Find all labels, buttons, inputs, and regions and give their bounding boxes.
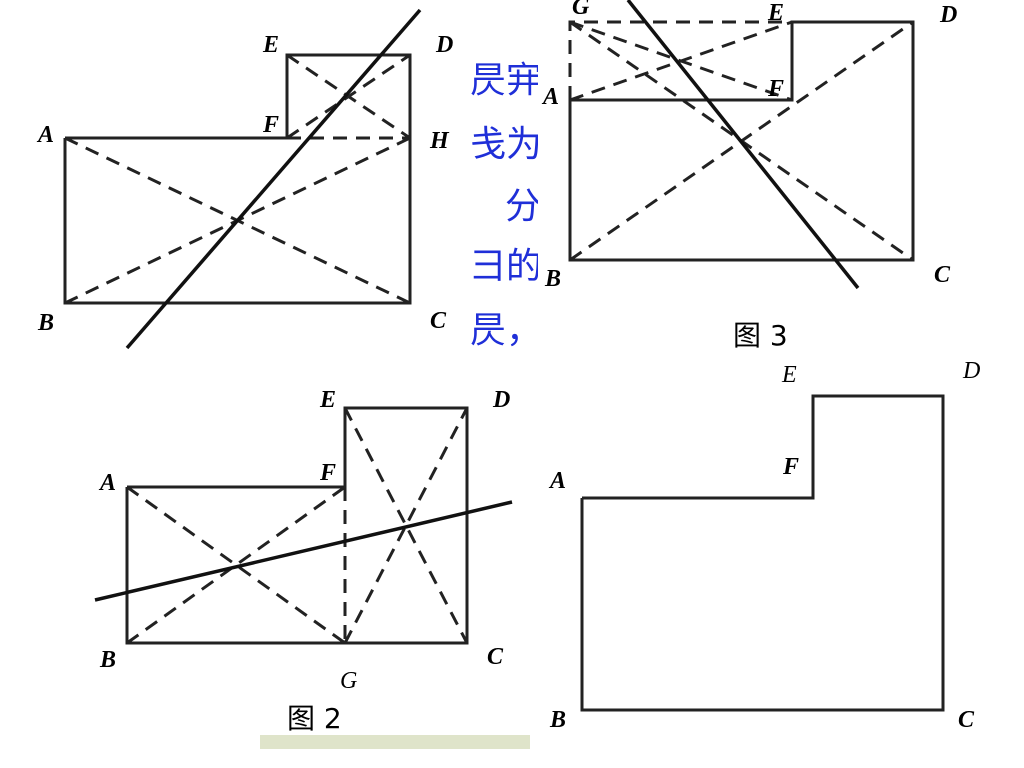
bg-text-1: 昃宑 bbox=[470, 60, 542, 101]
figure-3-label-d: D bbox=[939, 2, 957, 28]
figure-1-label-e: E bbox=[262, 32, 279, 58]
figure-2: A B C D E F G 图 2 bbox=[94, 387, 513, 735]
figure-4: A B C D E F bbox=[548, 358, 980, 733]
figure-1-label-a: A bbox=[36, 122, 54, 148]
figure-1-background bbox=[0, 0, 465, 350]
figure-2-diagonal-gd bbox=[343, 407, 469, 644]
figure-2-label-c: C bbox=[487, 644, 504, 670]
figure-3-label-e: E bbox=[767, 0, 784, 26]
figure-2-label-b: B bbox=[99, 647, 116, 673]
figure-1-cut-line bbox=[125, 8, 422, 350]
figure-1-label-b: B bbox=[37, 310, 54, 336]
figure-3-label-a: A bbox=[541, 84, 559, 110]
figure-4-label-e: E bbox=[781, 362, 797, 388]
figure-2-caption: 图 2 bbox=[287, 702, 342, 735]
figure-3-cut-line bbox=[626, 0, 860, 290]
figure-1: A B C D E F H bbox=[0, 0, 465, 350]
figure-4-label-d: D bbox=[962, 358, 980, 384]
figure-1-label-c: C bbox=[430, 308, 447, 334]
background-text: 昃宑 戋为 分 彐的 昃， bbox=[470, 60, 542, 351]
figure-2-label-e: E bbox=[319, 387, 336, 413]
figure-1-label-f: F bbox=[262, 112, 279, 138]
figure-3-diagonal-ae bbox=[569, 20, 793, 102]
figure-3-label-g: G bbox=[572, 0, 590, 20]
figure-3-label-b: B bbox=[544, 266, 561, 292]
figure-2-diagonal-ag bbox=[126, 485, 346, 645]
figure-4-outline bbox=[580, 394, 945, 712]
figure-1-label-d: D bbox=[435, 32, 453, 58]
figure-2-label-a: A bbox=[98, 470, 116, 496]
figure-1-label-h: H bbox=[429, 128, 450, 154]
figure-3: G A B C D E F 图 3 bbox=[541, 0, 957, 352]
figure-1-diagonal-fd bbox=[286, 53, 411, 140]
figure-4-label-f: F bbox=[782, 454, 799, 480]
figure-3-caption: 图 3 bbox=[733, 319, 788, 352]
figure-2-label-d: D bbox=[492, 387, 510, 413]
figure-4-label-c: C bbox=[958, 707, 975, 733]
figure-2-diagonal-ec bbox=[343, 407, 469, 644]
figure-3-label-c: C bbox=[934, 262, 951, 288]
figure-3-label-f: F bbox=[767, 76, 784, 102]
figure-4-label-b: B bbox=[549, 707, 566, 733]
figure-2-diagonal-bf bbox=[126, 485, 346, 645]
figure-2-label-g: G bbox=[340, 668, 357, 694]
bg-text-5: 昃， bbox=[470, 310, 542, 351]
bg-text-3: 分 bbox=[505, 186, 541, 227]
figure-2-label-f: F bbox=[319, 460, 336, 486]
bg-text-2: 戋为 bbox=[470, 124, 542, 165]
bg-text-4: 彐的 bbox=[470, 246, 542, 287]
figure-4-label-a: A bbox=[548, 468, 566, 494]
figure-2-cut-line bbox=[94, 500, 513, 602]
